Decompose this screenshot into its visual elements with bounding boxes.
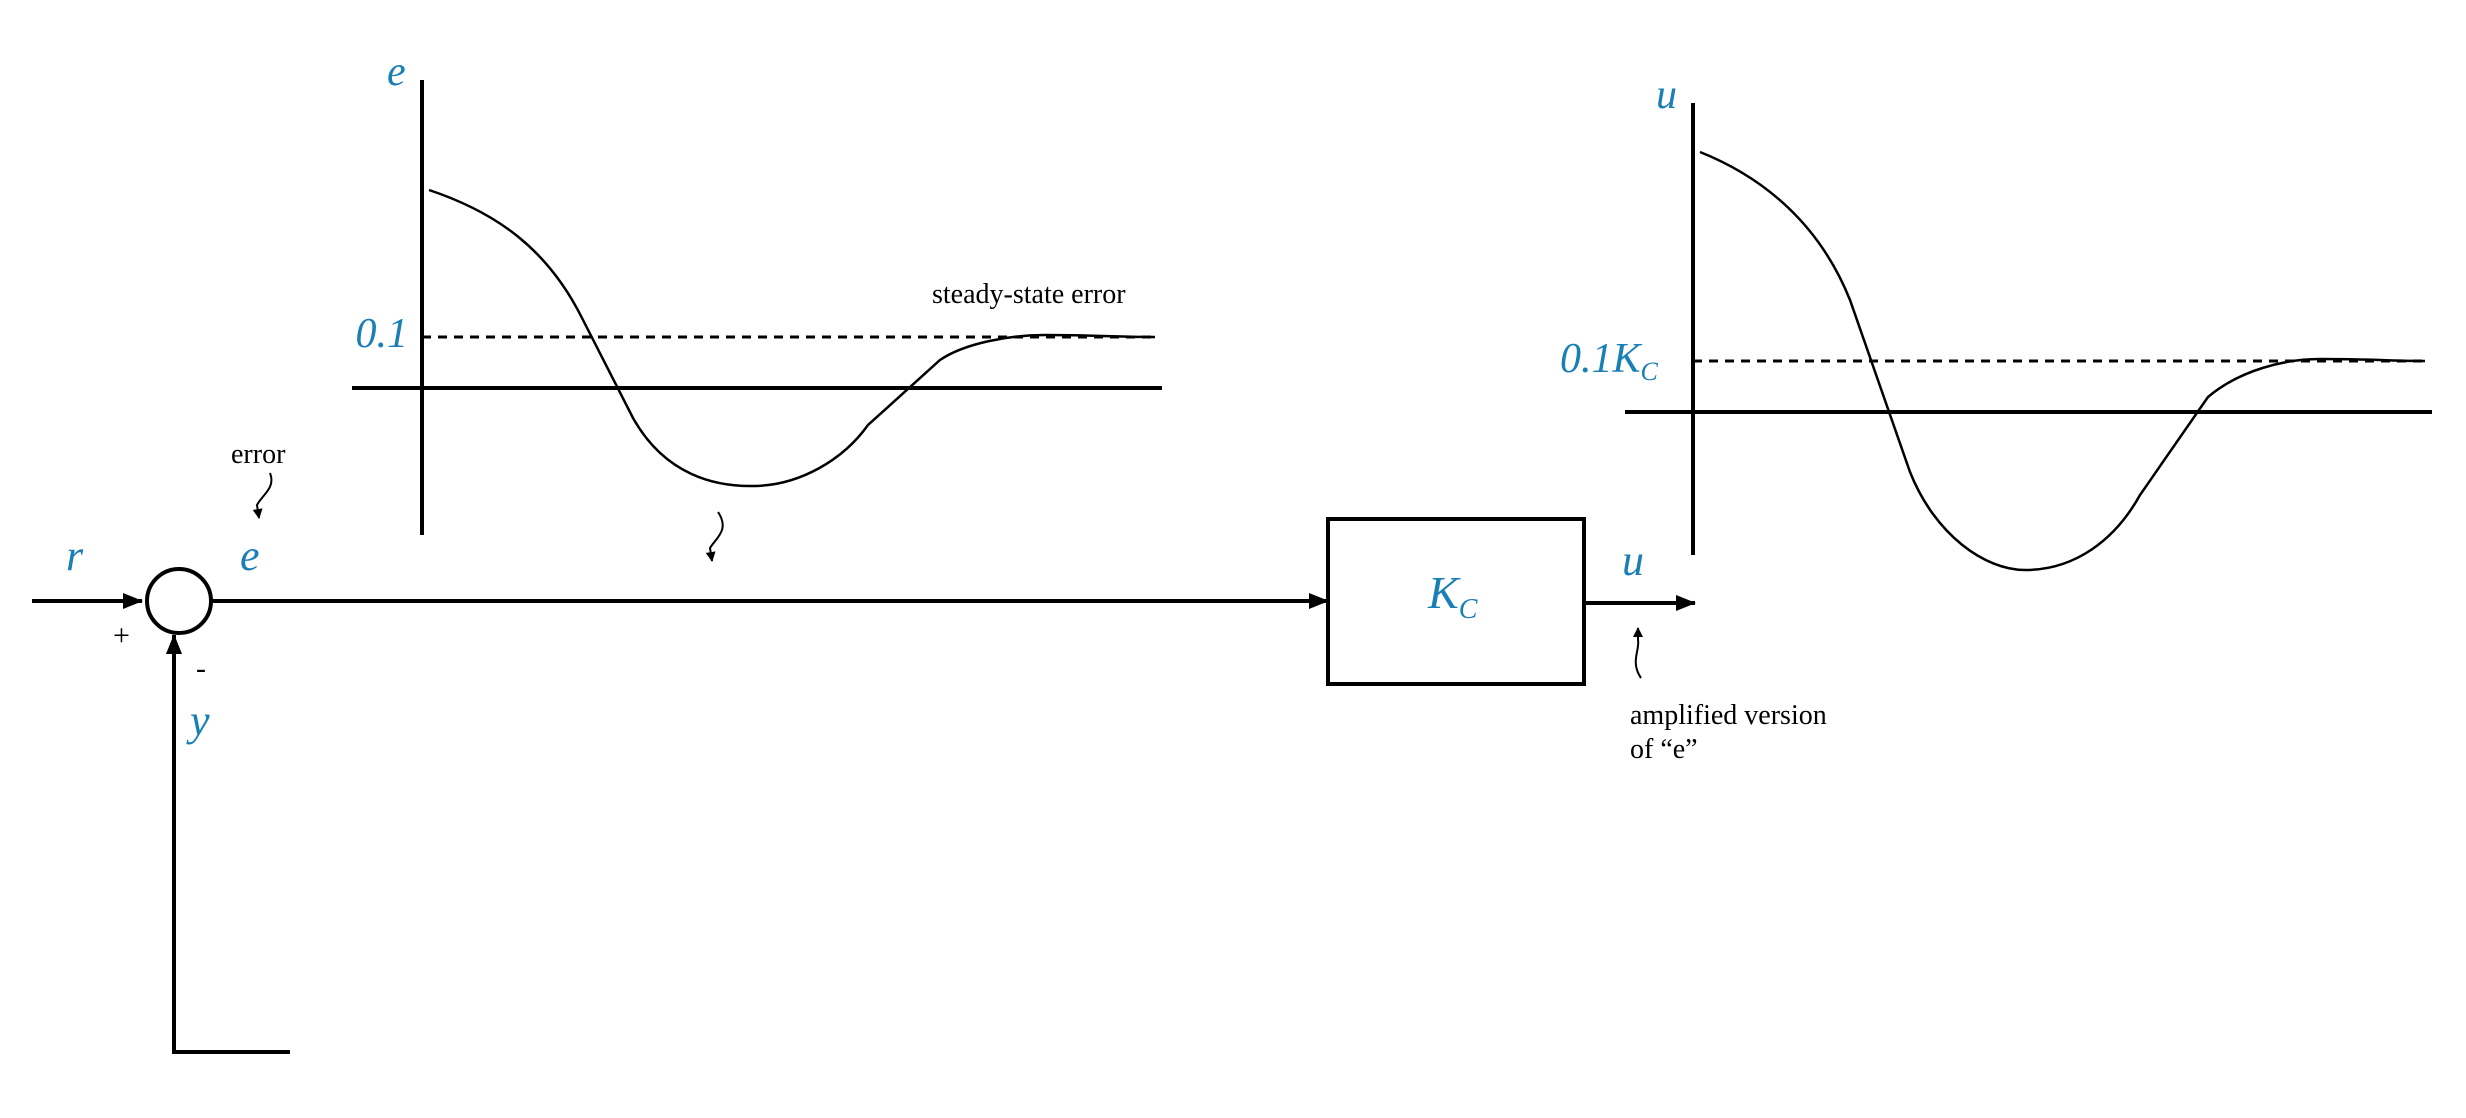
error-plot-axis-label: e — [387, 49, 406, 95]
error-plot-steady-state-label: 0.1 — [356, 311, 409, 357]
feedback-signal-label: y — [186, 696, 210, 745]
amplified-annotation: amplified version of “e” — [1630, 700, 1834, 765]
amplified-annotation-arrow — [1633, 627, 1643, 679]
summing-junction-minus: - — [196, 652, 206, 685]
output-plot-steady-state-label: 0.1KC — [1560, 336, 1659, 386]
output-plot: u 0.1KC — [1560, 72, 2432, 572]
error-response-curve — [428, 188, 1156, 488]
controller-gain-label: KC — [1427, 567, 1478, 625]
summing-junction-plus: + — [113, 619, 130, 652]
amplified-annotation-line-1: amplified version — [1630, 700, 1827, 731]
controller-output-label: u — [1622, 536, 1644, 585]
output-response-curve — [1699, 150, 2426, 572]
error-plot-pointer-arrow — [705, 511, 724, 562]
summing-junction — [145, 567, 213, 635]
error-annotation-arrow — [252, 472, 273, 519]
error-plot: e 0.1 steady-state error — [352, 49, 1162, 535]
output-plot-axis-label: u — [1656, 72, 1677, 118]
error-annotation: error — [231, 439, 286, 470]
error-signal-label: e — [240, 531, 260, 580]
feedback-path — [166, 634, 290, 1054]
amplified-annotation-line-2: of “e” — [1630, 734, 1698, 765]
steady-state-error-annotation: steady-state error — [932, 279, 1126, 310]
reference-signal-label: r — [66, 531, 84, 580]
